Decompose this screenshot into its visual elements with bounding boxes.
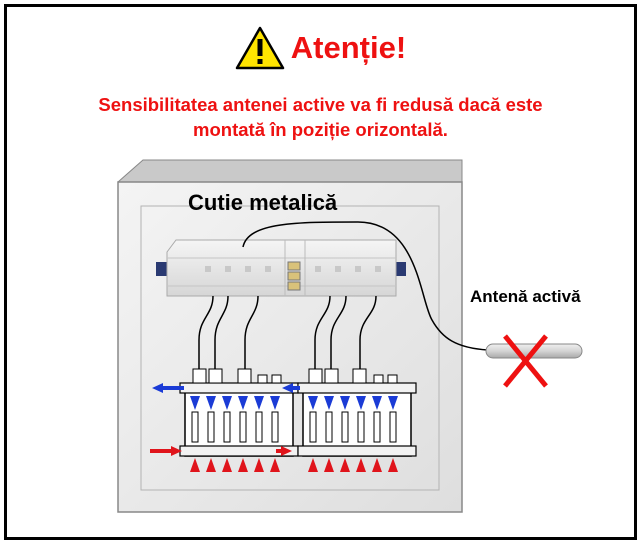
title-row: Atenție! — [0, 26, 641, 70]
cross-mark-icon — [503, 334, 548, 388]
wiring-controller — [156, 239, 406, 297]
hot-flow-arrows — [150, 446, 398, 472]
warning-text: Sensibilitatea antenei active va fi redu… — [0, 92, 641, 142]
warning-icon — [235, 26, 285, 70]
warning-text-line-1: Sensibilitatea antenei active va fi redu… — [98, 94, 543, 115]
pipe-connectors — [191, 411, 397, 443]
antenna-cable — [242, 221, 489, 351]
metal-box-label: Cutie metalică — [188, 190, 338, 215]
actuator-cables — [198, 295, 377, 369]
warning-text-line-2: montată în poziție orizontală. — [193, 119, 448, 140]
page-title: Atenție! — [290, 30, 407, 65]
cold-flow-arrows — [152, 383, 398, 410]
antenna-label: Antenă activă — [470, 287, 581, 306]
